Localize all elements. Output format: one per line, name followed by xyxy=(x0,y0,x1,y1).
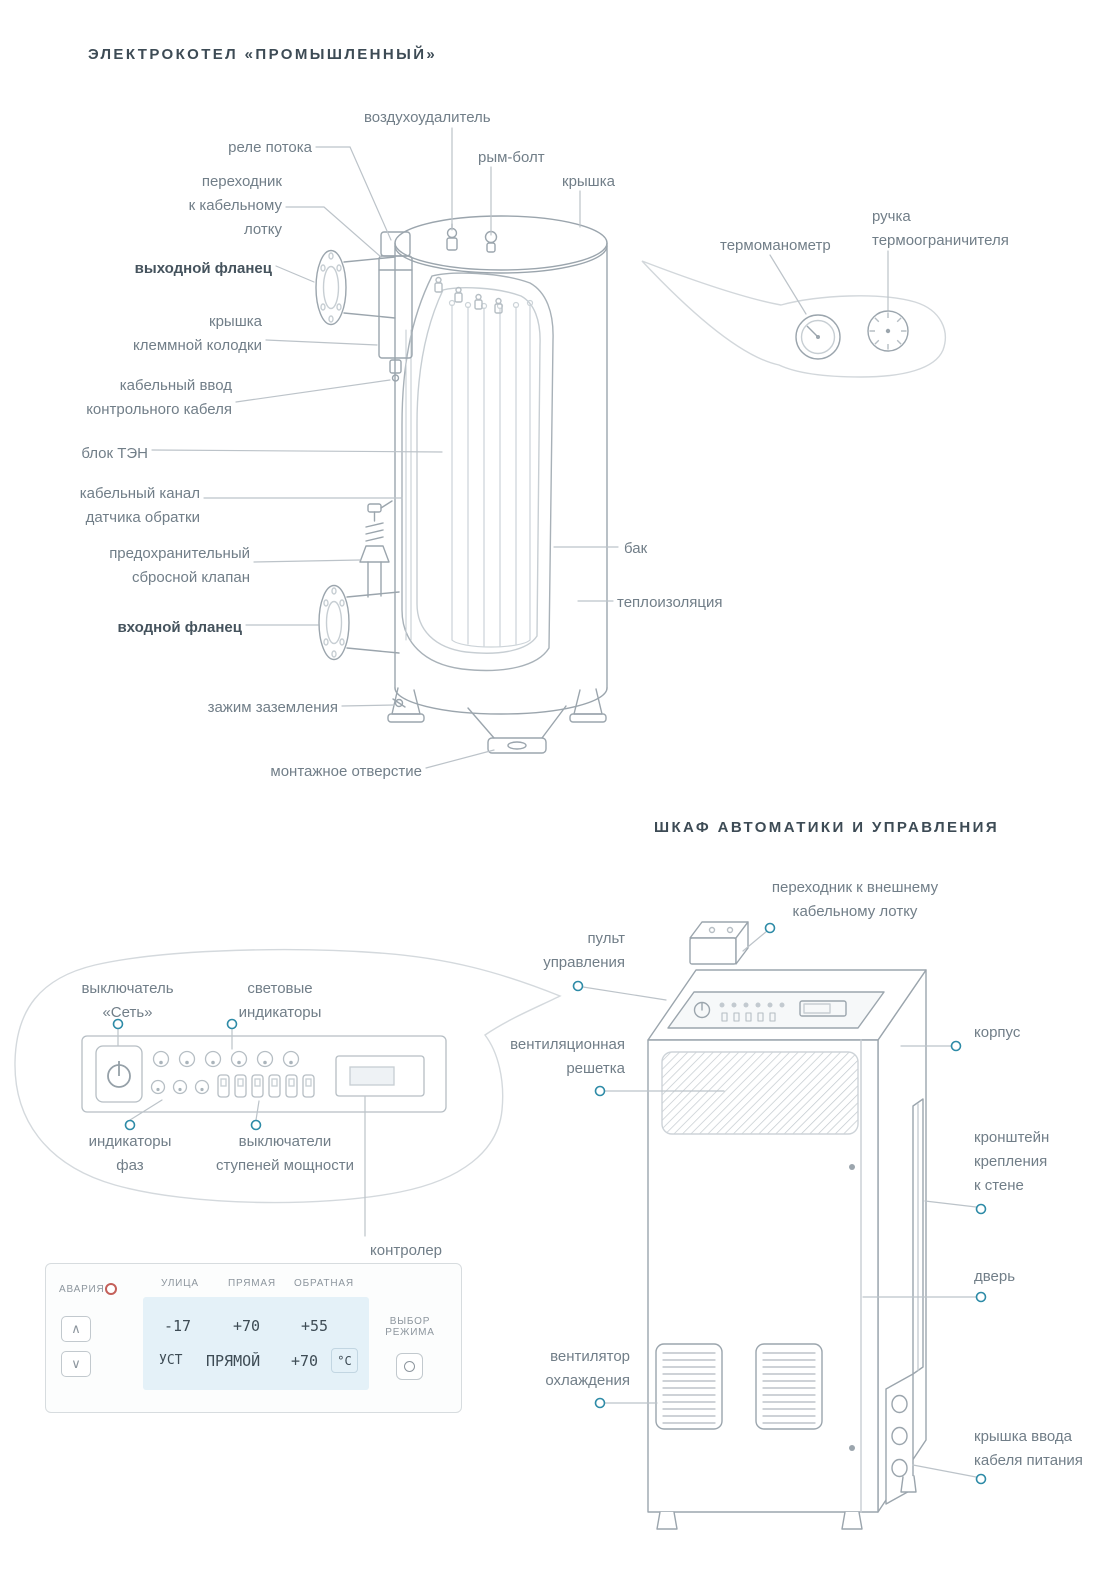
label-cooling-fan: вентилятор охлаждения xyxy=(545,1348,630,1389)
label-power-cable-cover: крышка ввода кабеля питания xyxy=(974,1428,1083,1469)
value-outdoor: -17 xyxy=(164,1317,192,1335)
label-controller: контролер xyxy=(370,1242,443,1259)
controller-panel: АВАРИЯ ∧ ∨ УЛИЦА ПРЯМАЯ ОБРАТНАЯ -17 +70… xyxy=(45,1263,462,1413)
down-button: ∨ xyxy=(61,1351,91,1377)
up-button: ∧ xyxy=(61,1316,91,1342)
label-tank: бак xyxy=(624,540,648,557)
label-vent-grille: вентиляционная решетка xyxy=(510,1036,625,1077)
set-label: УСТ xyxy=(159,1353,183,1368)
label-air-vent: воздухоудалитель xyxy=(364,109,491,126)
label-outlet-flange: выходной фланец xyxy=(134,260,272,277)
chevron-up-icon: ∧ xyxy=(71,1321,81,1336)
label-door: дверь xyxy=(974,1268,1016,1285)
thermomanometer-gauge xyxy=(795,314,841,360)
label-thermomanometer: термоманометр xyxy=(720,237,831,254)
label-heater-block: блок ТЭН xyxy=(81,445,148,462)
label-cable-tray-adapter: переходник к кабельному лотку xyxy=(188,173,282,238)
leader-dots xyxy=(112,922,987,1485)
label-ground-clamp: зажим заземления xyxy=(207,699,338,716)
outlet-flange-drawing xyxy=(315,249,396,326)
label-eye-bolt: рым-болт xyxy=(478,149,545,166)
wall-bracket-drawing xyxy=(912,1098,924,1375)
label-wall-bracket: кронштейн крепления к стене xyxy=(974,1129,1050,1194)
boiler-drawing xyxy=(315,215,608,754)
inlet-flange-drawing xyxy=(318,584,400,661)
label-control-cable-entry: кабельный ввод контрольного кабеля xyxy=(86,377,232,418)
label-flow-relay: реле потока xyxy=(228,139,312,156)
controller-display xyxy=(143,1297,369,1390)
unit-badge: °С xyxy=(331,1348,358,1373)
safety-valve-drawing xyxy=(359,500,393,598)
panel-display-drawing xyxy=(335,1055,425,1097)
terminal-box xyxy=(378,231,413,382)
label-stage-switches: выключатели ступеней мощности xyxy=(215,1133,355,1174)
label-phase-indicators: индикаторы фаз xyxy=(88,1133,172,1174)
value-return: +55 xyxy=(301,1317,329,1335)
external-tray-adapter-drawing xyxy=(689,921,749,965)
vent-grille-drawing xyxy=(661,1051,859,1135)
label-mounting-hole: монтажное отверстие xyxy=(270,763,422,780)
chevron-down-icon: ∨ xyxy=(71,1356,81,1371)
label-external-tray-adapter: переходник к внешнему кабельному лотку xyxy=(771,879,939,920)
set-mode: ПРЯМОЙ xyxy=(206,1352,261,1370)
label-limiter-handle: ручка термоограничителя xyxy=(872,208,1009,249)
boiler-feet xyxy=(387,687,607,754)
label-cabinet-body: корпус xyxy=(974,1024,1021,1041)
column-header-return: ОБРАТНАЯ xyxy=(294,1278,354,1289)
leader-lines xyxy=(117,127,977,1478)
label-return-sensor-channel: кабельный канал датчика обратки xyxy=(79,485,200,526)
label-power-switch: выключатель «Сеть» xyxy=(81,980,174,1021)
column-header-outdoor: УЛИЦА xyxy=(161,1278,199,1289)
fan-grille-left xyxy=(655,1343,723,1430)
thermometer-callout xyxy=(641,260,946,378)
stage-switches-drawing xyxy=(217,1074,315,1098)
label-safety-valve: предохранительный сбросной клапан xyxy=(109,545,250,586)
label-lid: крышка xyxy=(562,173,615,190)
cabinet-drawing xyxy=(647,921,927,1530)
cabinet-title: ШКАФ АВТОМАТИКИ И УПРАВЛЕНИЯ xyxy=(654,819,1000,836)
light-indicators-drawing xyxy=(152,1050,300,1068)
mode-button xyxy=(396,1353,423,1380)
set-value: +70 xyxy=(291,1352,319,1370)
label-terminal-block-cover: крышка клеммной колодки xyxy=(133,313,262,354)
label-inlet-flange: входной фланец xyxy=(117,619,242,636)
alarm-label: АВАРИЯ xyxy=(59,1284,105,1295)
limiter-handle-gauge xyxy=(867,310,909,352)
boiler-title: ЭЛЕКТРОКОТЕЛ «ПРОМЫШЛЕННЫЙ» xyxy=(88,46,438,63)
phase-indicators-drawing xyxy=(150,1079,210,1095)
fan-grille-right xyxy=(755,1343,823,1430)
label-light-indicators: световые индикаторы xyxy=(238,980,322,1021)
alarm-indicator xyxy=(105,1283,117,1295)
mode-button-icon xyxy=(404,1361,415,1372)
mode-select-label: ВЫБОР РЕЖИМА xyxy=(385,1316,435,1338)
column-header-supply: ПРЯМАЯ xyxy=(228,1278,276,1289)
value-supply: +70 xyxy=(233,1317,261,1335)
label-insulation: теплоизоляция xyxy=(617,594,723,611)
label-control-panel: пульт управления xyxy=(543,930,625,971)
cabinet-control-strip xyxy=(667,991,885,1029)
panel-callout xyxy=(14,948,562,1204)
power-switch-drawing xyxy=(95,1045,143,1103)
